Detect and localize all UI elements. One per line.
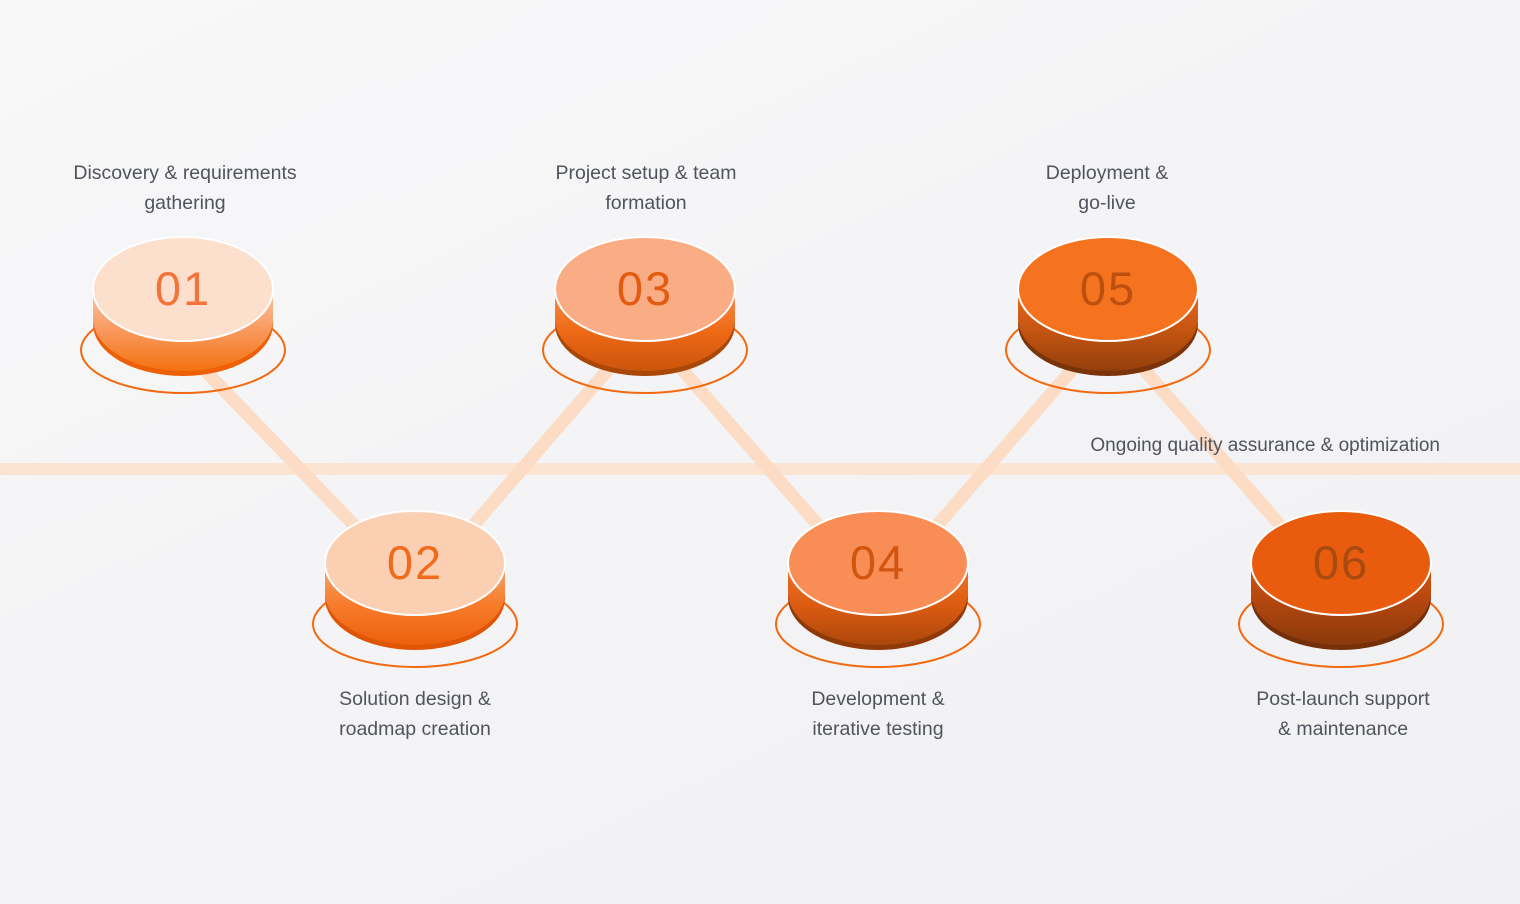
step-04-label-line1: Development & (811, 688, 945, 710)
step-01-disc: 01 (77, 231, 289, 397)
step-01-label-line2: gathering (144, 192, 226, 214)
step-06-top-face (1250, 510, 1432, 616)
step-06-cylinder-side (1251, 563, 1431, 645)
step-06-number: 06 (1313, 536, 1369, 589)
connector-03-04 (667, 353, 845, 555)
step-02-number: 02 (387, 536, 443, 589)
connector-02-03 (447, 353, 623, 555)
step-06-label: Post-launch support & maintenance (1173, 684, 1513, 744)
step-04-number: 04 (850, 536, 906, 589)
step-02-top-face (324, 510, 506, 616)
step-02-label: Solution design & roadmap creation (245, 684, 585, 744)
step-02-label-line1: Solution design & (339, 688, 491, 710)
step-02-disc: 02 (309, 505, 521, 671)
step-02-cylinder-side (325, 563, 505, 645)
step-05-cylinder-side (1018, 289, 1198, 371)
step-05-label-line1: Deployment & (1045, 162, 1169, 184)
connector-04-05 (911, 353, 1087, 555)
step-01-top-face (92, 236, 274, 342)
step-05-number: 05 (1080, 262, 1136, 315)
step-04-cylinder-side (788, 563, 968, 645)
step-01-label: Discovery & requirements gathering (15, 158, 355, 218)
step-03-disc: 03 (539, 231, 751, 397)
step-05-top-face (1017, 236, 1199, 342)
step-04-label-line2: iterative testing (812, 718, 944, 740)
step-05-disc: 05 (1002, 231, 1214, 397)
step-03-number: 03 (617, 262, 673, 315)
step-03-top-face (554, 236, 736, 342)
step-04-label: Development & iterative testing (708, 684, 1048, 744)
step-04-disc: 04 (772, 505, 984, 671)
step-03-label-line2: formation (605, 192, 687, 214)
step-03-label: Project setup & team formation (476, 158, 816, 218)
step-04-top-face (787, 510, 969, 616)
step-02-label-line2: roadmap creation (339, 718, 491, 740)
step-06-label-line1: Post-launch support (1256, 688, 1430, 710)
step-05-label: Deployment & go-live (937, 158, 1277, 218)
step-06-disc: 06 (1235, 505, 1447, 671)
step-06-label-line2: & maintenance (1277, 718, 1409, 740)
qa-line-label: Ongoing quality assurance & optimization (1090, 435, 1440, 456)
step-01-cylinder-side (93, 289, 273, 371)
step-01-label-line1: Discovery & requirements (73, 162, 297, 184)
step-05-label-line2: go-live (1078, 192, 1136, 214)
step-01-number: 01 (155, 262, 211, 315)
step-03-cylinder-side (555, 289, 735, 371)
step-03-label-line1: Project setup & team (555, 162, 737, 184)
connector-05-06 (1129, 353, 1307, 555)
